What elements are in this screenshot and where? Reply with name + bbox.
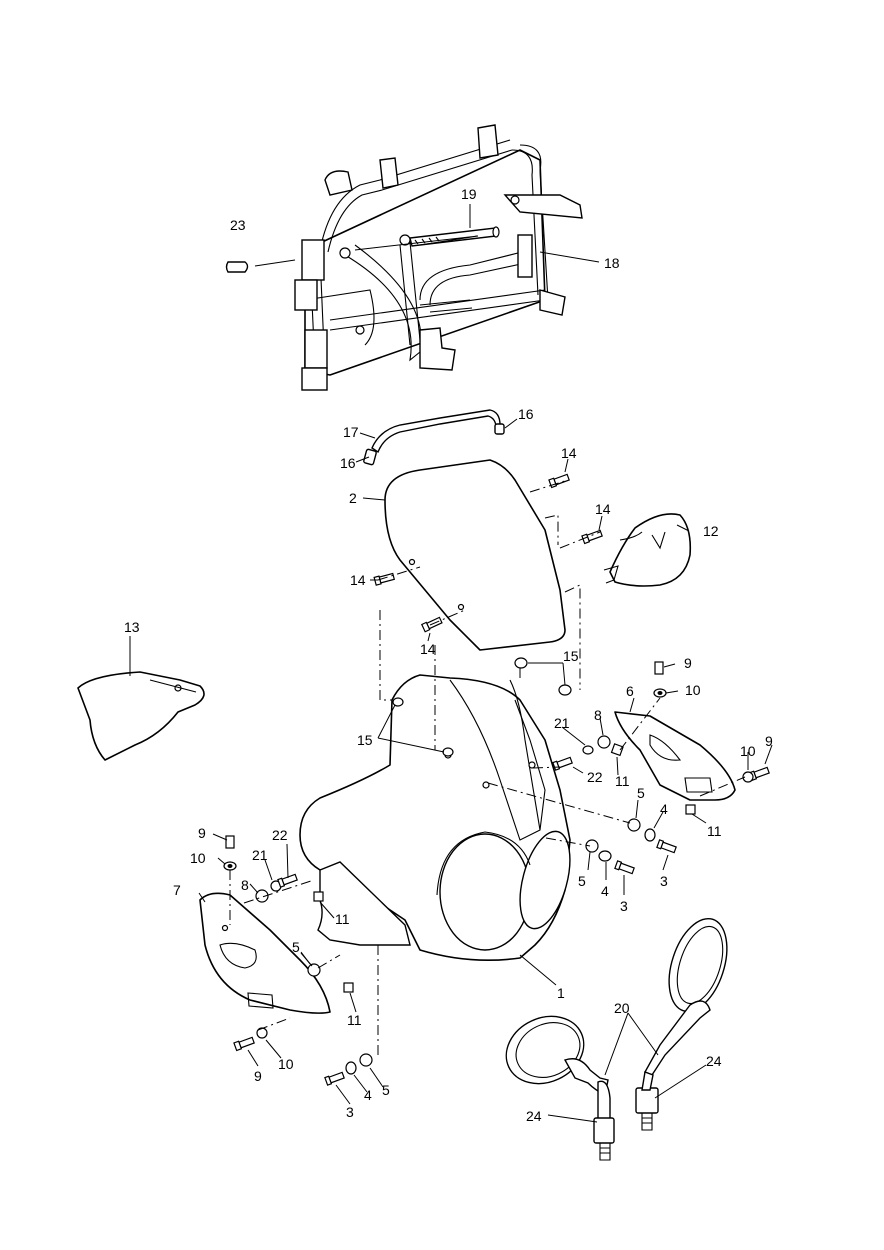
side-panel-6 (614, 711, 736, 801)
callout-11: 11 (615, 773, 630, 789)
callout-4: 4 (660, 801, 668, 817)
callout-14: 14 (420, 641, 436, 657)
callout-16: 16 (518, 406, 534, 422)
fairing-1 (299, 674, 571, 961)
callout-18: 18 (604, 255, 620, 271)
callout-10: 10 (190, 850, 206, 866)
callout-4: 4 (364, 1087, 372, 1103)
callout-6: 6 (626, 683, 634, 699)
callout-14: 14 (350, 572, 366, 588)
callout-11: 11 (335, 911, 350, 927)
callout-14: 14 (595, 501, 611, 517)
mirror-right (635, 917, 728, 1131)
callout-10: 10 (740, 743, 756, 759)
mounting-frame (294, 124, 583, 391)
callout-7: 7 (173, 882, 181, 898)
frame-eye-bracket (324, 170, 353, 196)
callout-9: 9 (765, 733, 773, 749)
callout-8: 8 (241, 877, 249, 893)
callout-24: 24 (706, 1053, 722, 1069)
headlamp-right (519, 830, 571, 930)
callout-10: 10 (278, 1056, 294, 1072)
frame-bracket-left-top (301, 239, 325, 281)
callout-labels: 1 2 3 3 3 4 4 4 5 5 5 5 6 7 8 8 9 9 9 9 … (124, 186, 773, 1124)
frame-bracket-left-bottom (301, 367, 328, 391)
callout-20: 20 (614, 1000, 630, 1016)
callout-9: 9 (254, 1068, 262, 1084)
callout-24: 24 (526, 1108, 542, 1124)
callout-5: 5 (292, 939, 300, 955)
frame-bracket-left-mid (294, 279, 318, 311)
frame-bracket-left-low (304, 329, 328, 369)
mirror-cover-12 (603, 513, 692, 587)
breather-pipe (363, 409, 505, 466)
callout-22: 22 (272, 827, 288, 843)
windscreen (384, 459, 566, 651)
headlamp-left (439, 833, 531, 951)
callout-17: 17 (343, 424, 359, 440)
callout-11: 11 (347, 1012, 362, 1028)
callout-8: 8 (594, 707, 602, 723)
callout-2: 2 (349, 490, 357, 506)
callout-11: 11 (707, 823, 722, 839)
callout-16: 16 (340, 455, 356, 471)
mirror-left (505, 1015, 615, 1161)
callout-5: 5 (578, 873, 586, 889)
callout-12: 12 (703, 523, 719, 539)
callout-9: 9 (684, 655, 692, 671)
callout-9: 9 (198, 825, 206, 841)
callout-14: 14 (561, 445, 577, 461)
assembly-lines (229, 479, 746, 1058)
callout-3: 3 (620, 898, 628, 914)
callout-13: 13 (124, 619, 140, 635)
callout-1: 1 (557, 985, 565, 1001)
callout-21: 21 (252, 847, 268, 863)
callout-21: 21 (554, 715, 570, 731)
callout-3: 3 (660, 873, 668, 889)
cover-panel-13 (77, 671, 205, 761)
callout-22: 22 (587, 769, 603, 785)
callout-15: 15 (357, 732, 373, 748)
callout-23: 23 (230, 217, 246, 233)
end-cap-23 (225, 261, 249, 273)
callout-5: 5 (637, 785, 645, 801)
callout-19: 19 (461, 186, 477, 202)
callout-10: 10 (685, 682, 701, 698)
callout-4: 4 (601, 883, 609, 899)
leader-lines (129, 204, 773, 1123)
callout-5: 5 (382, 1082, 390, 1098)
side-panel-7 (199, 892, 331, 1014)
callout-3: 3 (346, 1104, 354, 1120)
callout-15: 15 (563, 648, 579, 664)
